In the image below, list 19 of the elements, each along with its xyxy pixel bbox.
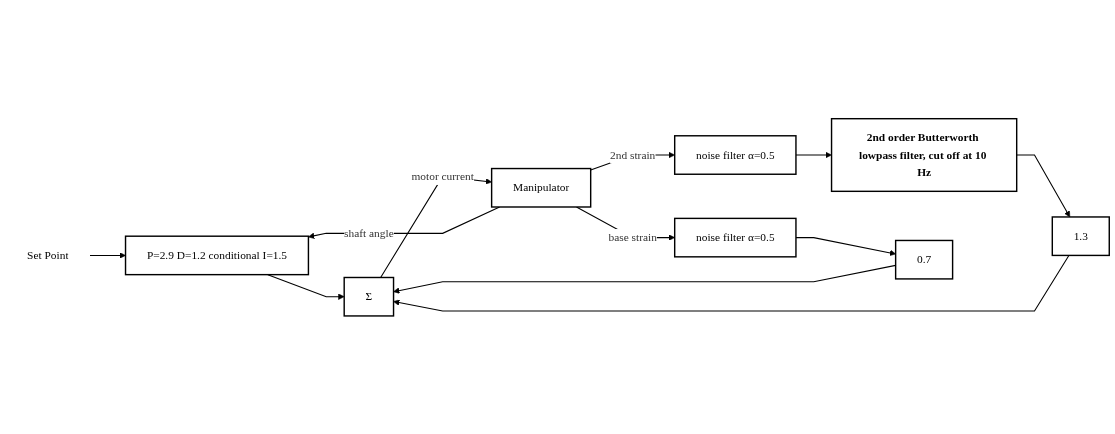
- node-box: noise filter α=0.5: [674, 134, 797, 175]
- node-box: 1.3: [1051, 215, 1110, 256]
- node-box: noise filter α=0.5: [674, 217, 797, 258]
- arrow: [1016, 154, 1071, 217]
- arrow: [393, 254, 1070, 312]
- arrow: [795, 236, 896, 256]
- node-box: 0.7: [894, 239, 954, 280]
- edge-label: motor current: [411, 169, 474, 182]
- edge-label: shaft angle: [344, 226, 394, 239]
- edge-label: 2nd strain: [610, 148, 656, 161]
- node-box: Σ: [343, 276, 395, 317]
- node-box: 2nd order Butterworth lowpass filter, cut off at 10 Hz: [830, 117, 1018, 192]
- node-box: P=2.9 D=1.2 conditional I=1.5: [124, 235, 310, 275]
- arrow: [89, 251, 126, 259]
- arrow: [795, 151, 832, 158]
- arrow: [267, 273, 345, 300]
- node-text: Set Point: [27, 248, 69, 261]
- edge-label: base strain: [608, 230, 657, 243]
- node-box: Manipulator: [490, 167, 592, 208]
